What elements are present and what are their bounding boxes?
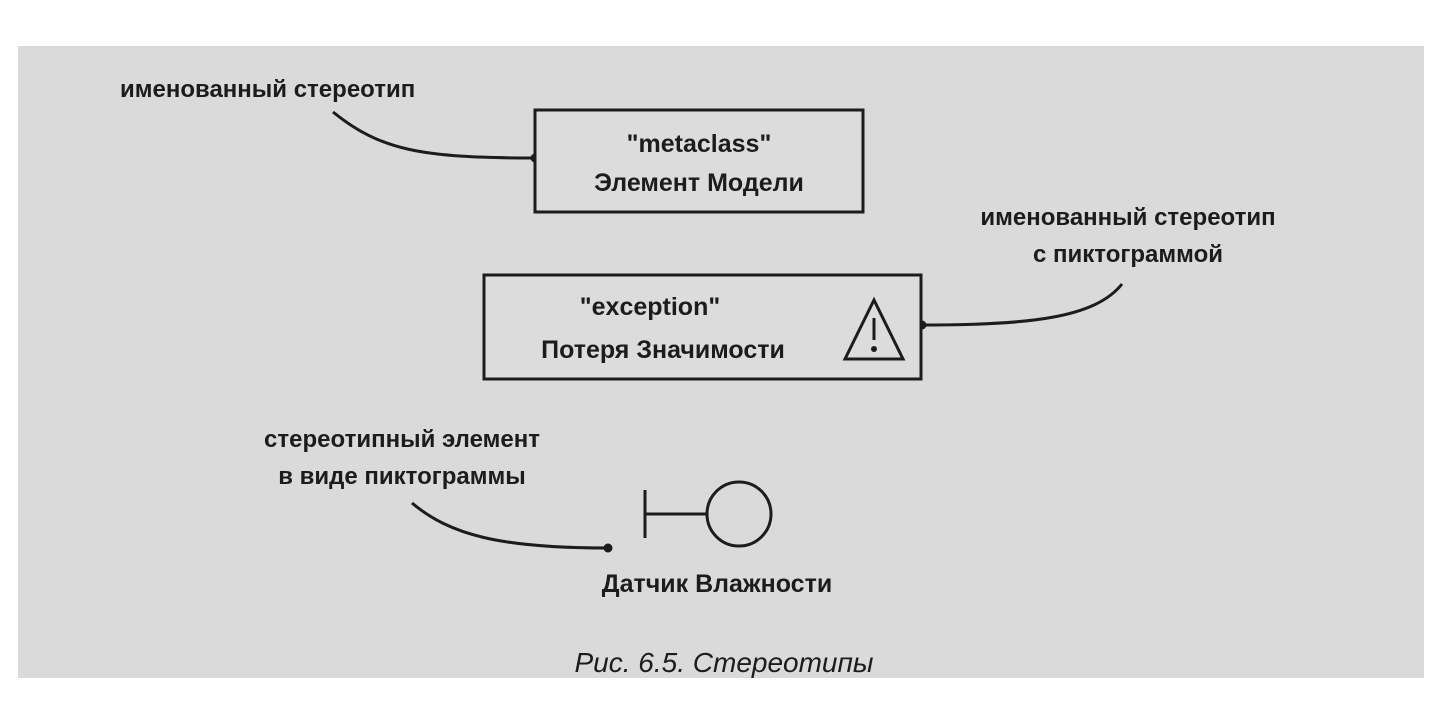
metaclass-box-outline: [533, 108, 865, 214]
exception-stereotype-label: "exception": [580, 293, 720, 321]
annotation-icon-element-line2: в виде пиктограммы: [278, 463, 526, 490]
annotation-icon-element-line1: стереотипный элемент: [264, 426, 540, 453]
figure-caption: Рис. 6.5. Стереотипы: [574, 647, 873, 678]
sensor-element-name: Датчик Влажности: [602, 570, 832, 598]
exception-box-outline: [482, 273, 923, 381]
exception-element-name: Потеря Значимости: [541, 336, 785, 364]
leader-line-named-stereotype: [332, 110, 536, 160]
annotation-named-stereotype: именованный стереотип: [120, 76, 415, 103]
annotation-named-stereotype-icon-line1: именованный стереотип: [980, 204, 1275, 231]
leader-line-named-stereotype-icon: [921, 283, 1124, 327]
annotation-named-stereotype-icon-line2: с пиктограммой: [1033, 241, 1223, 268]
boundary-icon: [643, 480, 773, 548]
leader-line-icon-element: [411, 501, 609, 550]
leader-dot-icon-element: [603, 543, 613, 553]
exception-element-box: "exception" Потеря Значимости: [482, 273, 923, 381]
metaclass-element-name: Элемент Модели: [594, 169, 804, 197]
metaclass-stereotype-label: "metaclass": [627, 130, 772, 158]
warning-triangle-icon: [842, 296, 906, 361]
metaclass-element-box: "metaclass" Элемент Модели: [533, 108, 865, 214]
